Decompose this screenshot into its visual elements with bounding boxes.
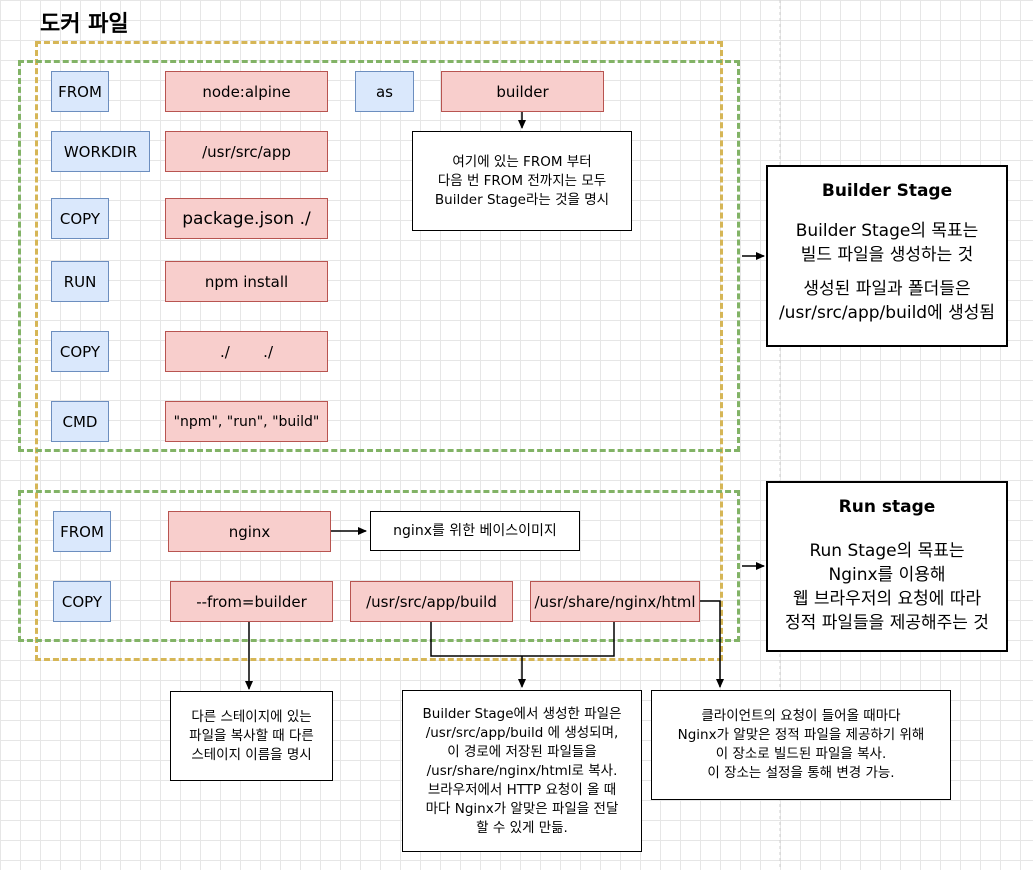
builder-from-keyword: FROM (51, 71, 109, 112)
builder-stage-goal: Builder Stage의 목표는 빌드 파일을 생성하는 것 (795, 221, 979, 265)
builder-copy-keyword-2: COPY (51, 331, 109, 372)
run-copy-source-path: /usr/src/app/build (350, 581, 513, 622)
builder-stage-title: Builder Stage (821, 181, 953, 201)
builder-from-note: 여기에 있는 FROM 부터 다음 번 FROM 전까지는 모두 Builder… (412, 131, 632, 231)
diagram-title: 도커 파일 (40, 12, 129, 37)
builder-copy-args-2: ./ ./ (165, 331, 328, 372)
run-copy-from-flag: --from=builder (170, 581, 333, 622)
dest-to-note-arrow (700, 600, 724, 688)
builder-cmd-keyword: CMD (51, 401, 109, 442)
run-stage-title: Run stage (838, 497, 936, 517)
builder-stage-output: 생성된 파일과 폴더들은 /usr/src/app/build에 생성됨 (778, 279, 996, 323)
nginx-note: nginx를 위한 베이스이미지 (370, 511, 580, 551)
run-from-keyword: FROM (53, 511, 111, 552)
builder-cmd-args: "npm", "run", "build" (165, 401, 328, 442)
run-from-image: nginx (168, 511, 331, 552)
builder-copy-keyword-1: COPY (51, 198, 109, 239)
run-copy-keyword: COPY (53, 581, 111, 622)
builder-copy-args-1: package.json ./ (165, 198, 328, 239)
builder-stage-frame (18, 60, 740, 452)
builder-run-args: npm install (165, 261, 328, 302)
builder-run-keyword: RUN (51, 261, 109, 302)
copy-path-note: Builder Stage에서 생성한 파일은 /usr/src/app/bui… (402, 690, 642, 852)
from-builder-note: 다른 스테이지에 있는 파일을 복사할 때 다른 스테이지 이름을 명시 (170, 691, 333, 781)
builder-as-keyword: as (355, 71, 414, 112)
builder-from-image: node:alpine (165, 71, 328, 112)
builder-workdir-keyword: WORKDIR (51, 131, 150, 172)
builder-stage-card: Builder Stage Builder Stage의 목표는 빌드 파일을 … (766, 165, 1008, 347)
run-stage-card: Run stage Run Stage의 목표는 Nginx를 이용해 웹 브라… (766, 481, 1008, 652)
copy-paths-to-note-arrow (430, 622, 615, 657)
dockerfile-frame (35, 41, 723, 661)
run-copy-dest-path: /usr/share/nginx/html (530, 581, 700, 622)
builder-workdir-path: /usr/src/app (165, 131, 328, 172)
run-stage-frame (18, 490, 740, 642)
run-stage-goal: Run Stage의 목표는 Nginx를 이용해 웹 브라우저의 요청에 따라… (785, 541, 989, 633)
dest-path-note: 클라이언트의 요청이 들어올 때마다 Nginx가 알맞은 정적 파일을 제공하… (651, 690, 951, 800)
builder-alias: builder (441, 71, 604, 112)
